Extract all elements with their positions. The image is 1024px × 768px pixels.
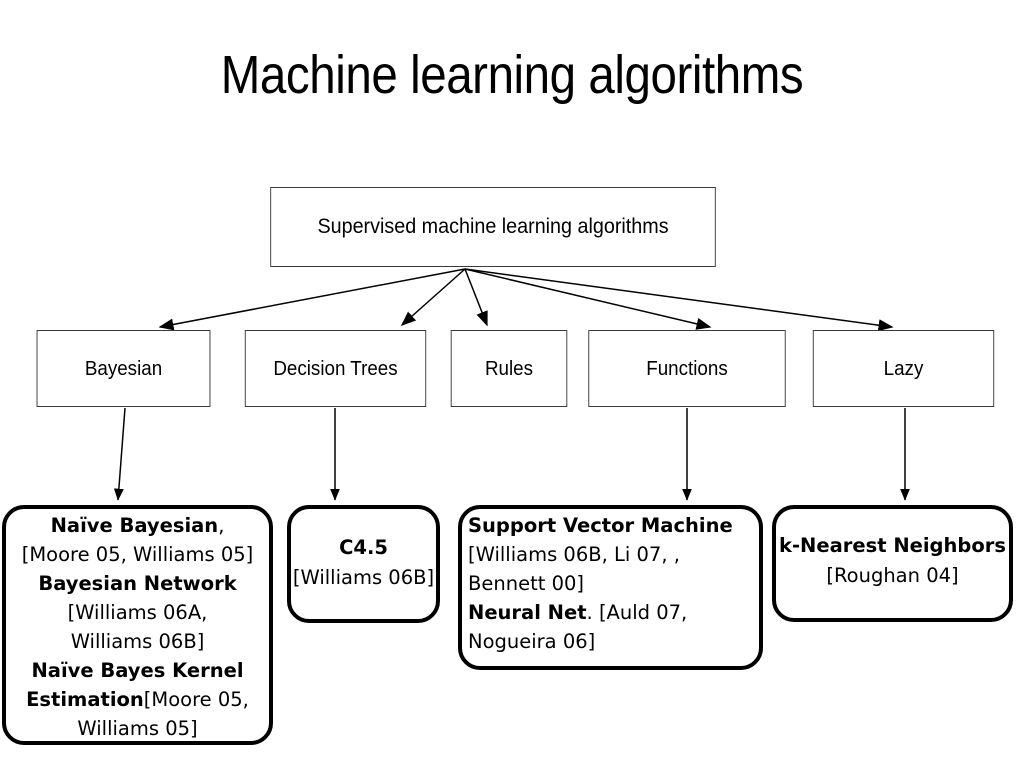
node-category-decision-trees[interactable]: Decision Trees [244,330,427,407]
node-root-supervised-ml[interactable]: Supervised machine learning algorithms [270,187,716,267]
edge-root-to-lazy [464,268,894,332]
node-leaf-c45[interactable]: C4.5[Williams 06B] [287,505,440,623]
edge-bayesian-to-leaf [113,407,126,501]
node-leaf-support-vector-machine[interactable]: Support Vector Machine[Williams 06B, Li … [458,505,763,670]
edge-root-to-decision [400,268,466,326]
edge-root-to-rules [464,268,488,327]
edge-root-to-bayesian [158,268,466,331]
node-category-lazy[interactable]: Lazy [812,330,995,407]
node-category-bayesian[interactable]: Bayesian [36,330,211,407]
node-category-functions[interactable]: Functions [588,330,786,407]
node-leaf-k-nearest-neighbors[interactable]: k-Nearest Neighbors[Roughan 04] [772,505,1013,622]
node-leaf-bayesian-algorithms[interactable]: Naïve Bayesian,[Moore 05, Williams 05]Ba… [2,505,273,745]
page-title: Machine learning algorithms [220,45,804,105]
node-category-rules[interactable]: Rules [450,330,568,407]
edge-root-to-functions [464,268,712,330]
leaf-bayesian-text: Naïve Bayesian,[Moore 05, Williams 05]Ba… [21,514,254,740]
leaf-c45-text: C4.5[Williams 06B] [292,536,435,589]
leaf-knn-text: k-Nearest Neighbors[Roughan 04] [779,534,1006,587]
leaf-svm-text: Support Vector Machine[Williams 06B, Li … [468,514,733,653]
